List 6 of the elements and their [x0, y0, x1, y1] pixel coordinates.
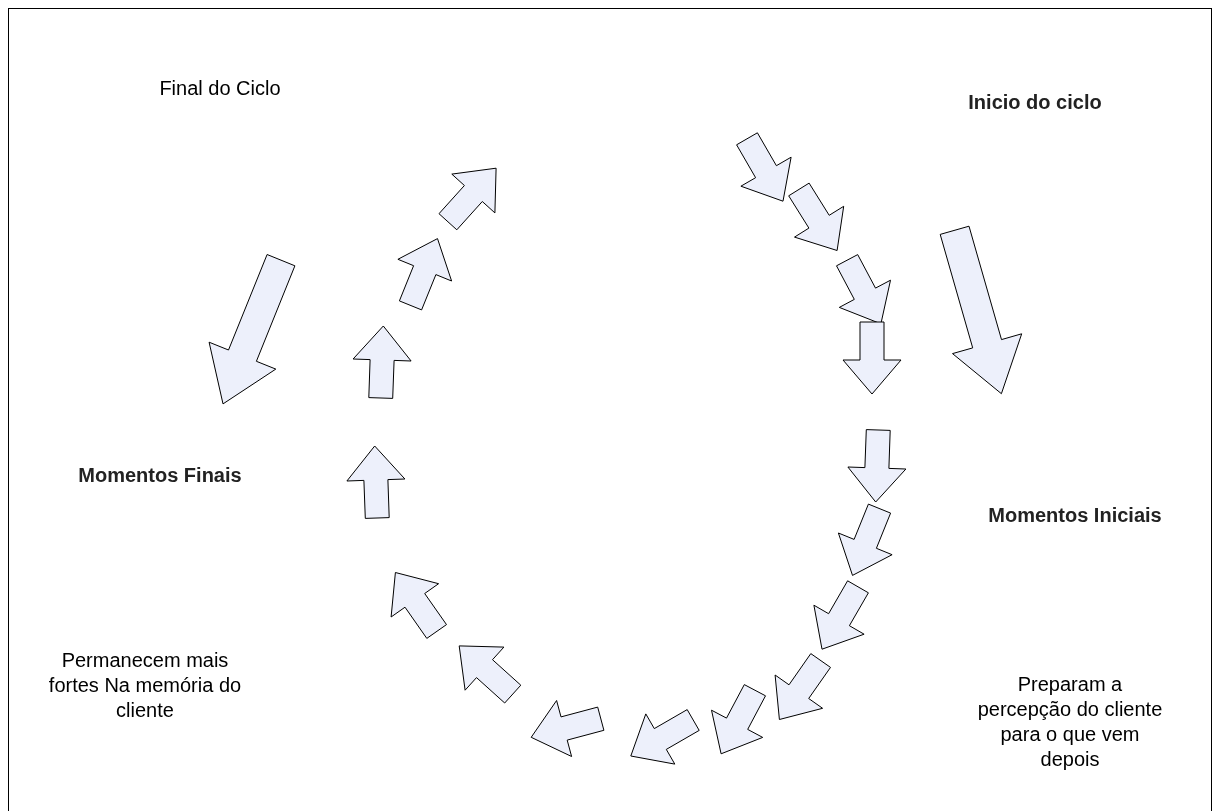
text-label: Final do Ciclo — [158, 76, 282, 101]
text-label: Momentos Iniciais — [987, 503, 1163, 528]
text-label: Momentos Finais — [77, 463, 243, 488]
text-label: Inicio do ciclo — [967, 90, 1103, 115]
text-label: Preparam a percepção do cliente para o que vem depois — [976, 672, 1164, 772]
text-label: Permanecem mais fortes Na memória do cliente — [47, 648, 243, 723]
